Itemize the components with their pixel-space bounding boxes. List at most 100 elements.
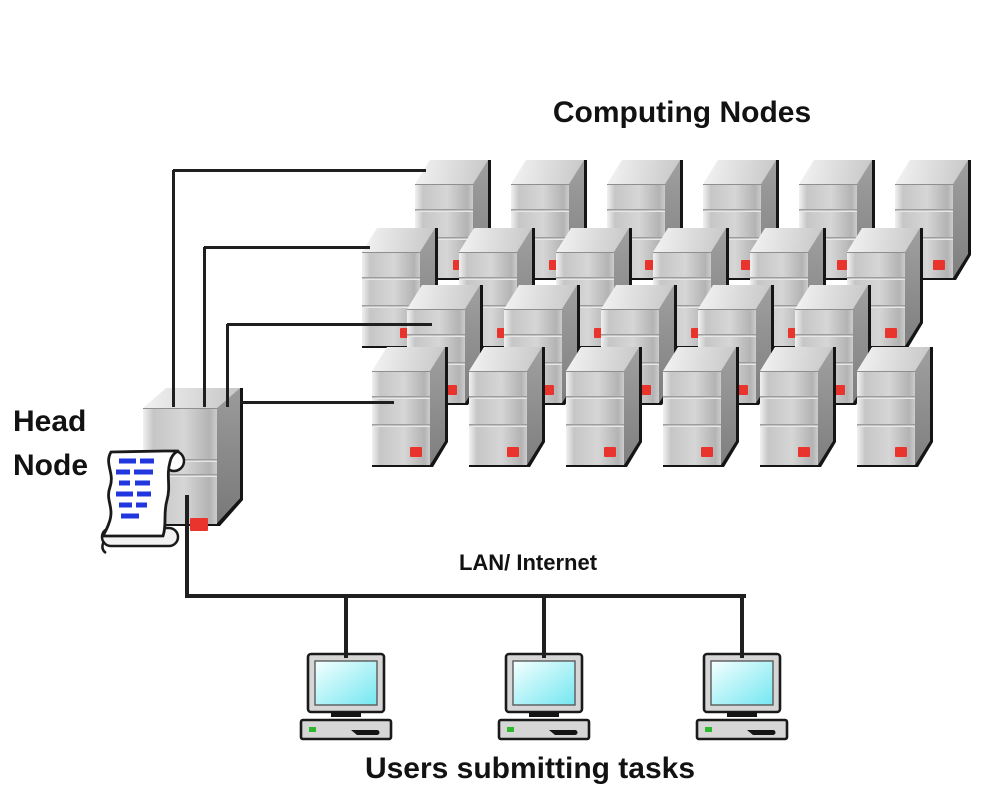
computing-node-4-1 [372, 347, 448, 467]
computing-node-4-3-groove [566, 424, 624, 427]
computing-node-2-4-groove [653, 305, 711, 308]
computing-node-2-6-groove [847, 277, 905, 280]
computing-node-3-5-groove [795, 334, 853, 337]
power-led-icon [445, 385, 457, 395]
computing-node-1-3-groove [607, 209, 665, 212]
computing-node-4-4-groove [663, 424, 721, 427]
power-led-icon [639, 385, 651, 395]
power-led-icon [507, 727, 514, 732]
computing-node-3-4-groove [698, 334, 756, 337]
monitor-screen [314, 660, 378, 706]
power-led-icon [190, 518, 208, 531]
monitor-screen [512, 660, 576, 706]
computing-node-4-5-side [818, 347, 833, 465]
computing-node-4-6-groove [857, 396, 915, 399]
power-led-icon [507, 447, 519, 457]
power-led-icon [933, 260, 945, 270]
head-to-row-2 [204, 245, 370, 249]
computing-node-1-3-groove [607, 237, 665, 240]
power-led-icon [833, 385, 845, 395]
computing-node-2-6-side [905, 228, 920, 346]
head-node-label: Head Node [13, 405, 88, 482]
computing-node-4-3 [566, 347, 642, 467]
computing-node-1-6-groove [895, 209, 953, 212]
computing-node-4-4 [663, 347, 739, 467]
computing-node-4-2-front [469, 371, 527, 465]
computing-node-1-2-groove [511, 237, 569, 240]
power-led-icon [400, 328, 412, 338]
power-led-icon [798, 447, 810, 457]
user-computer-3 [692, 650, 792, 742]
head-node-tower-side [217, 388, 240, 523]
monitor-stand [529, 712, 559, 717]
power-led-icon [645, 260, 657, 270]
computing-node-4-5 [760, 347, 836, 467]
computing-node-4-2-groove [469, 396, 527, 399]
computing-node-1-2-groove [511, 209, 569, 212]
power-led-icon [594, 328, 606, 338]
power-led-icon [604, 447, 616, 457]
computing-node-1-4-groove [703, 237, 761, 240]
computing-node-4-6-groove [857, 424, 915, 427]
power-led-icon [549, 260, 561, 270]
computing-node-4-5-groove [760, 424, 818, 427]
head-to-row-3 [227, 322, 432, 326]
head-to-row-2 [202, 247, 206, 407]
computing-node-4-5-groove [760, 396, 818, 399]
computing-node-4-1-front [372, 371, 430, 465]
computing-node-1-1-groove [415, 237, 473, 240]
power-led-icon [701, 447, 713, 457]
power-led-icon [895, 447, 907, 457]
power-led-icon [705, 727, 712, 732]
computing-node-1-6-groove [895, 237, 953, 240]
computing-node-3-1-groove [407, 334, 465, 337]
computing-node-4-6-front [857, 371, 915, 465]
power-led-icon [542, 385, 554, 395]
head-to-row-3 [225, 324, 229, 407]
computing-node-4-4-side [721, 347, 736, 465]
head-to-row-4 [240, 400, 394, 404]
computing-node-1-5-groove [799, 209, 857, 212]
drive-slot [549, 730, 578, 735]
power-led-icon [736, 385, 748, 395]
desktop-computer-icon [695, 652, 789, 741]
power-led-icon [741, 260, 753, 270]
monitor-stand [727, 712, 757, 717]
computing-node-1-2 [511, 160, 587, 280]
drive-slot [747, 730, 776, 735]
computing-node-4-3-front [566, 371, 624, 465]
users-label: Users submitting tasks [364, 752, 696, 785]
computing-node-2-2-groove [459, 305, 517, 308]
bus-to-computer-1 [344, 596, 348, 658]
monitor-stand [331, 712, 361, 717]
power-led-icon [788, 328, 800, 338]
scroll-svg [100, 449, 186, 555]
lan-bus [186, 594, 746, 598]
computing-node-2-5-groove [750, 305, 808, 308]
computing-node-3-2-groove [504, 334, 562, 337]
desktop-computer-icon [497, 652, 591, 741]
computing-node-4-3-side [624, 347, 639, 465]
computing-node-1-4-groove [703, 209, 761, 212]
user-computer-2 [494, 650, 594, 742]
drive-slot [351, 730, 380, 735]
computing-node-4-4-front [663, 371, 721, 465]
power-led-icon [885, 328, 897, 338]
computing-node-1-6-side [953, 160, 968, 278]
computing-node-4-1-groove [372, 396, 430, 399]
computing-node-2-4-groove [653, 277, 711, 280]
computing-node-4-5-front [760, 371, 818, 465]
computing-node-2-6-groove [847, 305, 905, 308]
computing-node-4-1-side [430, 347, 445, 465]
computing-node-3-3-groove [601, 334, 659, 337]
computing-node-4-2-groove [469, 424, 527, 427]
computing-node-4-1-groove [372, 424, 430, 427]
computing-node-2-2-groove [459, 277, 517, 280]
monitor-screen [710, 660, 774, 706]
head-node-tower-groove [143, 474, 217, 477]
computing-node-1-5-groove [799, 237, 857, 240]
computing-node-2-1-groove [362, 305, 420, 308]
